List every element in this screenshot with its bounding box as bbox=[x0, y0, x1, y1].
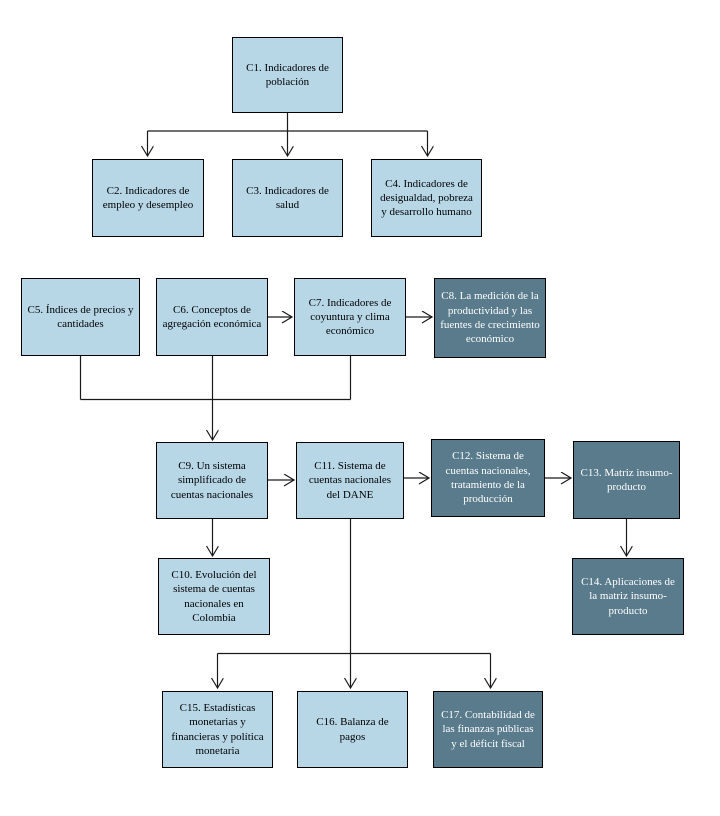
node-c1-indicadores-poblacion: C1. Indicadores de población bbox=[232, 37, 343, 113]
node-c15-label: C15. Estadísticas monetarias y financier… bbox=[171, 701, 264, 757]
node-c8-productividad: C8. La medición de la productividad y la… bbox=[434, 278, 546, 358]
node-c5-label: C5. Índices de precios y cantidades bbox=[27, 303, 134, 330]
node-c13-label: C13. Matriz insumo-producto bbox=[580, 466, 673, 493]
edge-c5c6c7-c9 bbox=[79, 356, 352, 440]
node-c6-agregacion-economica: C6. Conceptos de agregación económica bbox=[156, 278, 268, 356]
node-c11-label: C11. Sistema de cuentas nacionales del D… bbox=[308, 460, 392, 501]
node-c2-label: C2. Indicadores de empleo y desempleo bbox=[102, 184, 194, 211]
node-c14-label: C14. Aplicaciones de la matriz insumo-pr… bbox=[581, 576, 675, 617]
node-c13-matriz-insumo-producto: C13. Matriz insumo-producto bbox=[573, 441, 680, 519]
node-c17-finanzas-publicas: C17. Contabilidad de las finanzas públic… bbox=[433, 691, 543, 768]
node-c16-label: C16. Balanza de pagos bbox=[316, 716, 389, 743]
edge-c1-branch bbox=[148, 113, 428, 156]
node-c4-label: C4. Indicadores de desigualdad, pobreza … bbox=[380, 177, 473, 219]
node-c10-label: C10. Evolución del sistema de cuentas na… bbox=[171, 568, 257, 624]
node-c3-label: C3. Indicadores de salud bbox=[246, 184, 329, 211]
node-c14-aplicaciones-matriz: C14. Aplicaciones de la matriz insumo-pr… bbox=[572, 558, 684, 635]
node-c5-indices-precios: C5. Índices de precios y cantidades bbox=[21, 278, 140, 356]
node-c16-balanza-pagos: C16. Balanza de pagos bbox=[297, 691, 408, 768]
node-c3-salud: C3. Indicadores de salud bbox=[232, 159, 343, 237]
node-c17-label: C17. Contabilidad de las finanzas públic… bbox=[441, 709, 535, 750]
node-c10-evolucion-cuentas: C10. Evolución del sistema de cuentas na… bbox=[158, 558, 270, 635]
node-c7-coyuntura-clima: C7. Indicadores de coyuntura y clima eco… bbox=[294, 278, 406, 356]
node-c12-label: C12. Sistema de cuentas nacionales, trat… bbox=[445, 450, 531, 506]
node-c15-estadisticas-monetarias: C15. Estadísticas monetarias y financier… bbox=[162, 691, 273, 768]
node-c8-label: C8. La medición de la productividad y la… bbox=[440, 290, 540, 346]
node-c9-label: C9. Un sistema simplificado de cuentas n… bbox=[170, 460, 254, 501]
node-c11-cuentas-dane: C11. Sistema de cuentas nacionales del D… bbox=[296, 442, 404, 519]
node-c6-label: C6. Conceptos de agregación económica bbox=[162, 303, 262, 330]
node-c9-sistema-simplificado: C9. Un sistema simplificado de cuentas n… bbox=[156, 442, 268, 519]
node-c2-empleo-desempleo: C2. Indicadores de empleo y desempleo bbox=[92, 159, 204, 237]
node-c12-tratamiento-produccion: C12. Sistema de cuentas nacionales, trat… bbox=[431, 439, 545, 517]
node-c7-label: C7. Indicadores de coyuntura y clima eco… bbox=[308, 296, 392, 338]
edge-c11-branch bbox=[218, 519, 491, 688]
node-c4-desigualdad-pobreza: C4. Indicadores de desigualdad, pobreza … bbox=[371, 159, 482, 237]
node-c1-label: C1. Indicadores de población bbox=[246, 61, 329, 88]
